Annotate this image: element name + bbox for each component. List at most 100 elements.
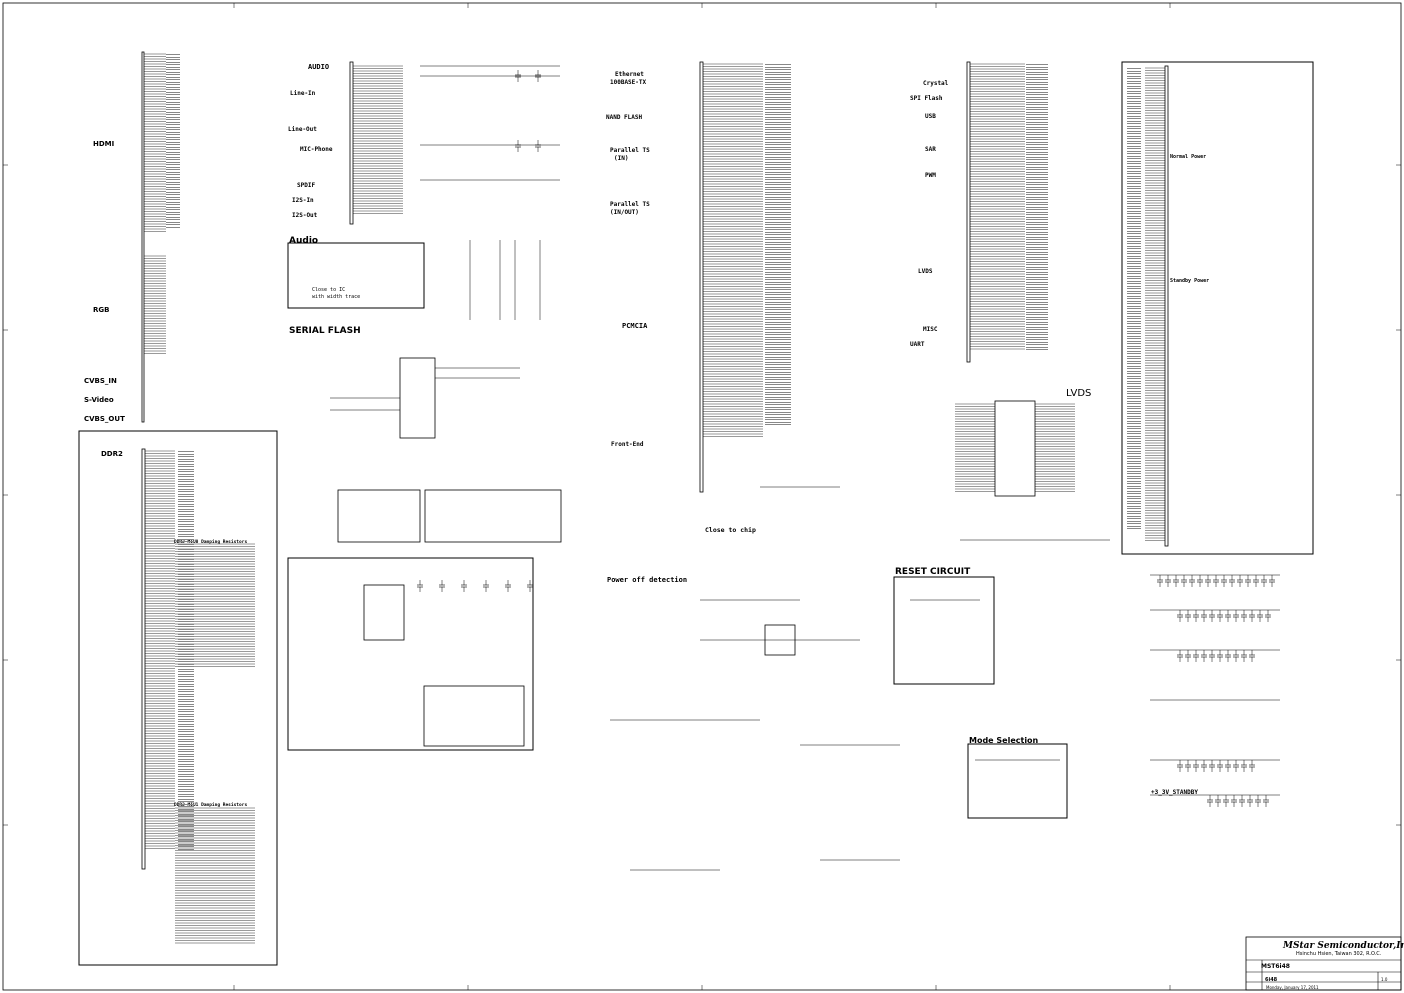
ddr-net-label <box>178 806 194 807</box>
power-net-label <box>1127 473 1141 474</box>
power-net-label <box>1127 430 1141 432</box>
hdmi-net-label <box>166 159 180 160</box>
flash-ic-body <box>399 357 436 439</box>
tp-net-label <box>765 359 791 360</box>
ddr-net-label <box>178 556 194 557</box>
ic-ddr-pin-strip <box>141 448 146 870</box>
tp-net-label <box>765 251 791 253</box>
power-net-label <box>1127 425 1141 427</box>
tp-net-label <box>765 331 791 333</box>
tp-net-label <box>765 204 791 205</box>
ic-u8c-pin-strip <box>349 61 354 225</box>
hdmi-net-label <box>166 71 180 73</box>
ddr-net-label <box>178 743 194 745</box>
hdmi-net-label <box>166 69 180 70</box>
ddr-net-label <box>178 628 194 630</box>
power-net-label <box>1127 500 1141 502</box>
ddr-net-label <box>178 583 194 585</box>
power-net-label <box>1127 75 1141 77</box>
ddr-net-label <box>178 606 194 607</box>
tp-net-label <box>765 86 791 88</box>
ddr-net-label <box>178 691 194 692</box>
ddr-net-label <box>178 668 194 670</box>
ddr-net-label <box>178 638 194 640</box>
power-net-label <box>1127 305 1141 307</box>
tp-net-label <box>765 389 791 390</box>
ddr-net-label <box>178 538 194 540</box>
misc-net-label <box>1026 179 1048 180</box>
power-net-label <box>1127 378 1141 379</box>
ddr-net-label <box>178 591 194 592</box>
power-net-label <box>1127 280 1141 282</box>
hdmi-net-label <box>166 79 180 80</box>
ddr-net-label <box>178 541 194 542</box>
tp-net-label <box>765 281 791 283</box>
tp-net-label <box>765 374 791 375</box>
tp-net-label <box>765 126 791 128</box>
ddr-net-label <box>178 761 194 762</box>
misc-net-label <box>1026 269 1048 270</box>
ddr-net-label <box>178 843 194 845</box>
power-net-label <box>1127 298 1141 299</box>
power-net-label <box>1127 278 1141 279</box>
ddr-net-label <box>178 461 194 462</box>
ddr-net-label <box>178 748 194 750</box>
tp-net-label <box>765 241 791 243</box>
power-frame <box>287 557 534 751</box>
ddr-net-label <box>178 676 194 677</box>
ddr-net-label <box>178 548 194 550</box>
ddr-net-label <box>178 811 194 812</box>
power-net-label <box>1127 205 1141 207</box>
power-net-label <box>1127 480 1141 482</box>
tp-net-label <box>765 366 791 368</box>
tp-net-label <box>765 156 791 158</box>
ddr-net-label <box>178 501 194 502</box>
hdmi-net-label <box>166 131 180 133</box>
power-net-label <box>1127 108 1141 109</box>
misc-net-label <box>1026 136 1048 138</box>
spi-flash-label: SPI Flash <box>910 95 943 102</box>
ddr-net-label <box>178 696 194 697</box>
tp-net-label <box>765 101 791 103</box>
small-frame-1 <box>337 489 421 543</box>
misc-net-label <box>1026 239 1048 240</box>
hdmi-net-label <box>166 196 180 198</box>
ddr-net-label <box>178 711 194 712</box>
hdmi-net-label <box>166 56 180 58</box>
hdmi-net-label <box>166 59 180 60</box>
ddr-net-label <box>178 616 194 617</box>
tp-net-label <box>765 139 791 140</box>
tp-net-label <box>765 119 791 120</box>
power-net-label <box>1127 290 1141 292</box>
tp-net-label <box>765 291 791 293</box>
misc-net-label <box>1026 69 1048 70</box>
power-net-label <box>1127 128 1141 129</box>
ddr-net-label <box>178 478 194 480</box>
tp-net-label <box>765 66 791 68</box>
misc-net-label <box>1026 86 1048 88</box>
tp-net-label <box>765 349 791 350</box>
power-net-label <box>1127 105 1141 107</box>
misc-net-label <box>1026 236 1048 238</box>
misc-net-label <box>1026 81 1048 83</box>
ddr-net-label <box>178 661 194 662</box>
ddr-net-label <box>178 686 194 687</box>
ddr-net-label <box>178 681 194 682</box>
ddr-net-label <box>178 766 194 767</box>
power-net-label <box>1127 153 1141 154</box>
reset-circuit-frame <box>893 576 995 685</box>
ddr-net-label <box>178 703 194 705</box>
power-net-label <box>1127 118 1141 119</box>
tp-net-label <box>765 111 791 113</box>
ddr-net-label <box>178 613 194 615</box>
ddr-net-label <box>178 721 194 722</box>
parallel-ts-inout-suffix: (IN/OUT) <box>610 209 639 216</box>
tp-net-label <box>765 69 791 70</box>
ddr-net-label <box>178 693 194 695</box>
power-net-label <box>1127 180 1141 182</box>
power-net-label <box>1127 328 1141 329</box>
ddr-net-label <box>178 796 194 797</box>
hdmi-net-label <box>166 204 180 205</box>
power-net-label <box>1127 155 1141 157</box>
